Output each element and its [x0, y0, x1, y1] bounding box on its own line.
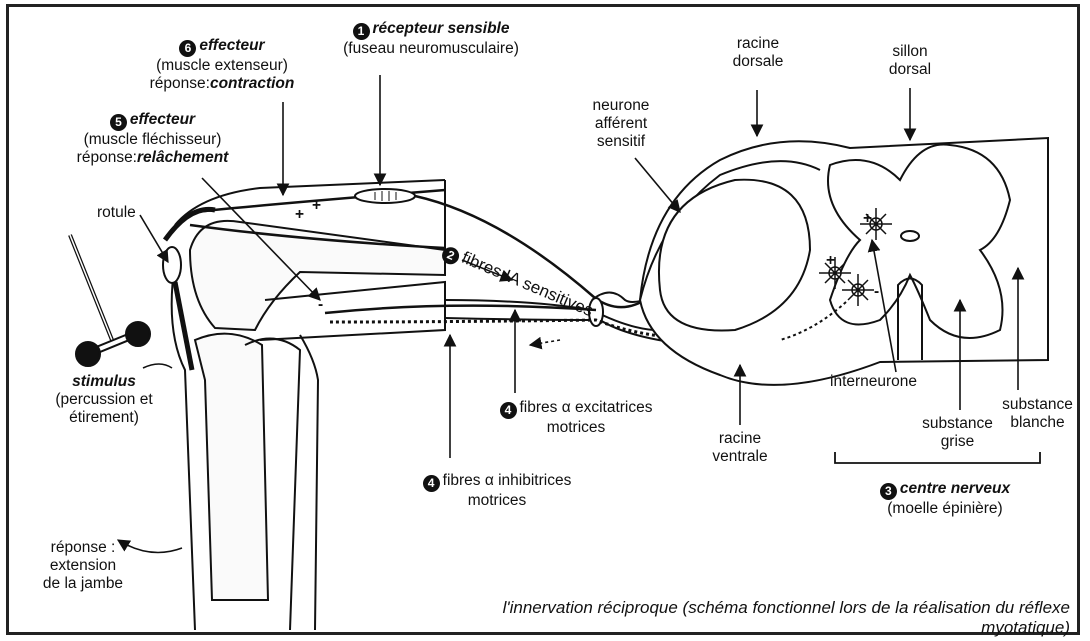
muscle-spindle	[355, 189, 415, 203]
effecteur6-sub: (muscle extenseur)	[147, 57, 297, 75]
recepteur-title: récepteur sensible	[373, 20, 510, 37]
patella	[163, 247, 181, 283]
racine-ventrale-label: racine ventrale	[700, 430, 780, 466]
substance-blanche-label: substance blanche	[995, 396, 1080, 432]
sign-minus-2: -	[874, 283, 879, 301]
tibia	[195, 334, 268, 600]
sign-plus-1: +	[295, 206, 304, 224]
reponse-label: réponse : extension de la jambe	[28, 539, 138, 593]
effecteur6-title: effecteur	[199, 37, 264, 54]
sign-minus-1: -	[318, 296, 323, 314]
effecteur5-title: effecteur	[130, 111, 195, 128]
centre-bracket	[835, 452, 1040, 463]
sillon-dorsal-label: sillon dorsal	[872, 43, 948, 79]
effecteur6-rep: contraction	[210, 75, 294, 92]
stimulus-label: stimulus (percussion et étirement)	[44, 373, 164, 427]
caption: l'innervation réciproque (schéma fonctio…	[470, 598, 1070, 638]
sign-plus-4: +	[826, 252, 835, 270]
effecteur5-sub: (muscle fléchisseur)	[60, 131, 245, 149]
sign-plus-3: +	[863, 210, 872, 228]
substance-grise-label: substance grise	[915, 415, 1000, 451]
sign-plus-2: +	[312, 197, 321, 215]
interneurone-label: interneurone	[830, 373, 917, 391]
effecteur5-rep: relâchement	[137, 149, 228, 166]
reflex-hammer	[70, 235, 150, 366]
recepteur-sub: (fuseau neuromusculaire)	[326, 40, 536, 58]
neurone-afferent-label: neurone afférent sensitif	[582, 97, 660, 151]
rotule-label: rotule	[97, 204, 136, 222]
racine-dorsale-label: racine dorsale	[720, 35, 796, 71]
